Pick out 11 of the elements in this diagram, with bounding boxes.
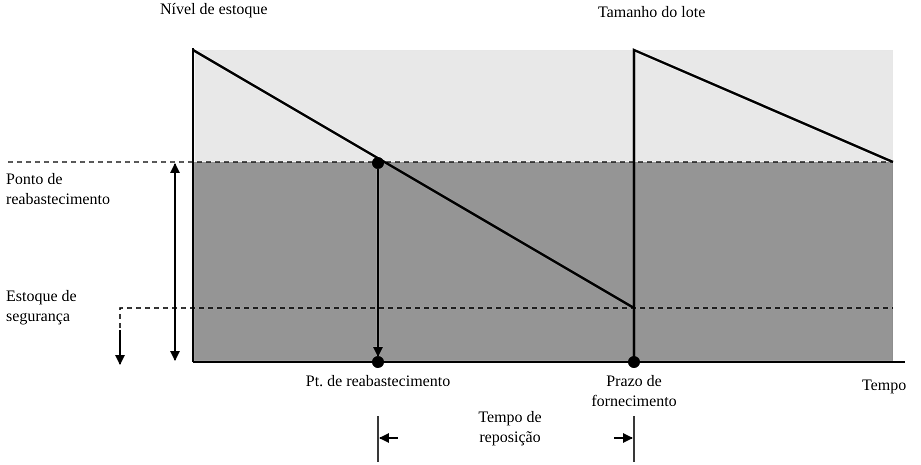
chart-label: Nível de estoque [160,0,269,20]
chart-label: Tempo [862,376,908,396]
point-marker [628,356,640,368]
point-marker [372,356,384,368]
chart-label: Estoque de segurança [6,287,78,327]
chart-label: Tamanho do lote [598,3,706,23]
axis-label: Pt. de reabastecimento [304,372,452,392]
chart-label: Tempo de reposição [477,408,543,448]
axis-label: Prazo de fornecimento [590,372,678,412]
arrow [373,169,383,357]
chart-label: Ponto de reabastecimento [6,170,111,210]
